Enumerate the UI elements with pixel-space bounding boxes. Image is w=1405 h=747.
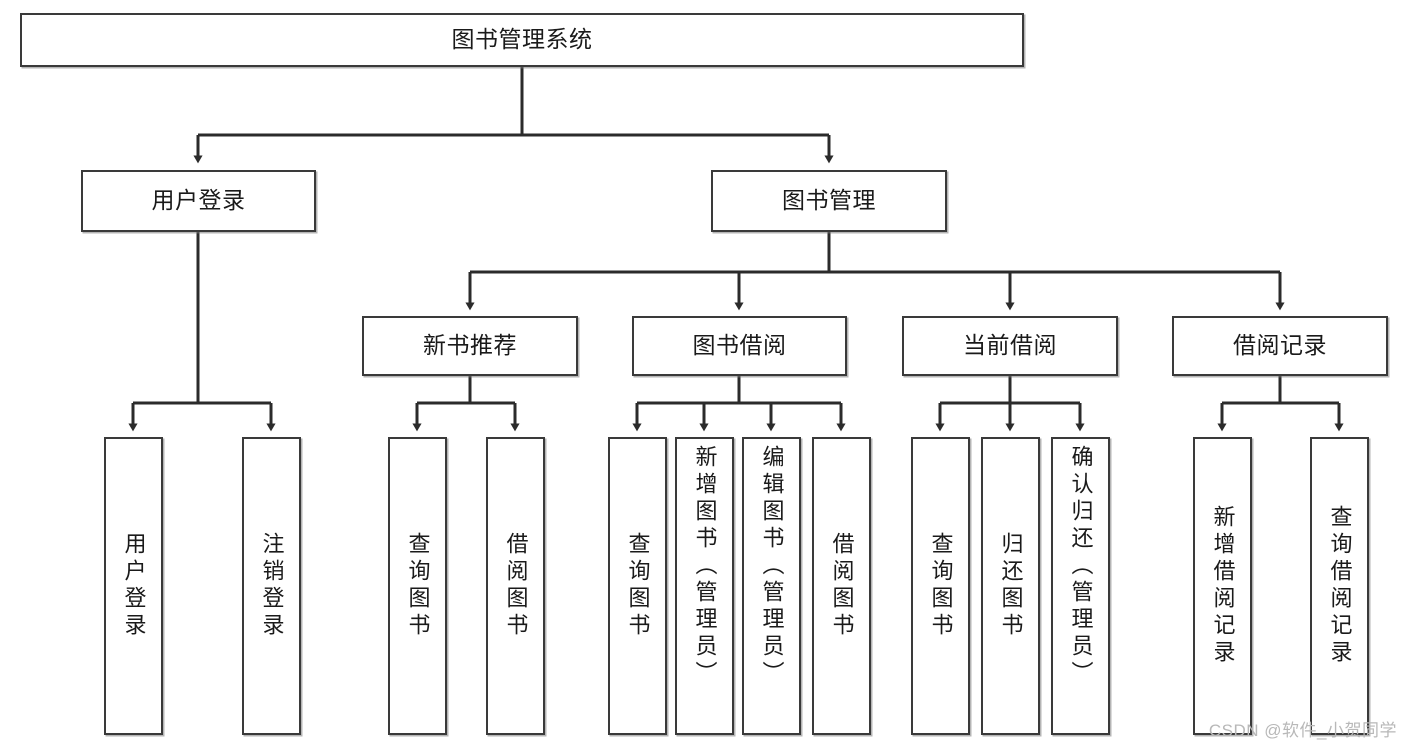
leaf-edit-book-admin[interactable]: 编辑图书（管理员） [742,437,801,735]
node-label: 新书推荐 [423,332,517,359]
leaf-query-borrow-record[interactable]: 查询借阅记录 [1310,437,1369,735]
node-label: 确认归还（管理员） [1068,445,1094,688]
node-book-management[interactable]: 图书管理 [711,170,947,232]
leaf-query-book-borrow[interactable]: 查询图书 [608,437,667,735]
node-label: 借阅记录 [1233,332,1327,359]
node-label: 查询借阅记录 [1327,505,1353,667]
node-label: 借阅图书 [829,532,855,640]
node-label: 借阅图书 [503,532,529,640]
node-label: 图书管理 [782,187,876,214]
node-label: 用户登录 [121,532,147,640]
node-current-borrow[interactable]: 当前借阅 [902,316,1118,376]
node-root-system[interactable]: 图书管理系统 [20,13,1024,67]
leaf-add-book-admin[interactable]: 新增图书（管理员） [675,437,734,735]
leaf-borrow-book-borrow[interactable]: 借阅图书 [812,437,871,735]
leaf-add-borrow-record[interactable]: 新增借阅记录 [1193,437,1252,735]
leaf-return-book[interactable]: 归还图书 [981,437,1040,735]
leaf-user-login[interactable]: 用户登录 [104,437,163,735]
csdn-watermark: CSDN @软件_小贺同学 [1208,721,1397,740]
node-label: 图书管理系统 [451,26,593,53]
leaf-query-book-recommend[interactable]: 查询图书 [388,437,447,735]
node-label: 查询图书 [928,532,954,640]
node-label: 查询图书 [405,532,431,640]
node-label: 查询图书 [625,532,651,640]
leaf-query-book-current[interactable]: 查询图书 [911,437,970,735]
leaf-borrow-book-recommend[interactable]: 借阅图书 [486,437,545,735]
node-label: 新增图书（管理员） [692,445,718,688]
leaf-logout-login[interactable]: 注销登录 [242,437,301,735]
node-label: 编辑图书（管理员） [759,445,785,688]
node-label: 注销登录 [259,532,285,640]
node-book-borrow[interactable]: 图书借阅 [632,316,847,376]
node-borrow-record[interactable]: 借阅记录 [1172,316,1388,376]
node-user-login[interactable]: 用户登录 [81,170,316,232]
node-label: 新增借阅记录 [1210,505,1236,667]
node-new-book-recommend[interactable]: 新书推荐 [362,316,578,376]
node-label: 用户登录 [151,187,246,214]
node-label: 图书借阅 [692,332,787,359]
leaf-confirm-return-admin[interactable]: 确认归还（管理员） [1051,437,1110,735]
node-label: 归还图书 [998,532,1024,640]
node-label: 当前借阅 [963,332,1057,359]
